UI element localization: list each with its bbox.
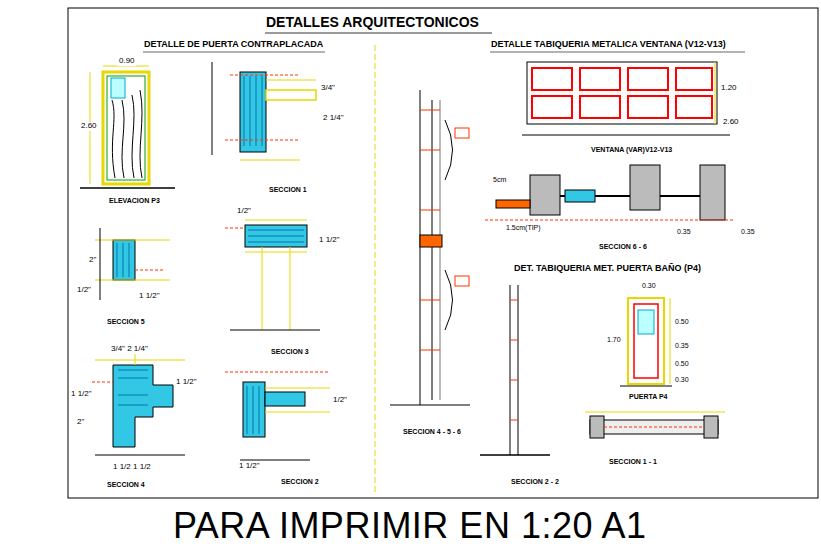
section-label: SECCION 2 [280,478,320,486]
dimension: 2.60 [722,118,740,127]
section-label: SECCION 1 - 1 [608,458,658,466]
dimension: 2.60 [80,122,98,131]
dimension: 1 1/2" [138,292,161,301]
dimension: 2" [76,418,85,427]
dimension: 0.50 [674,360,690,368]
dimension: 1.20 [720,84,738,93]
dimension: 1 1/2" [238,462,261,471]
dimension: 1/2" [236,207,252,216]
section-label: ELEVACION P3 [108,197,161,205]
print-note: PARA IMPRIMIR EN 1:20 A1 [172,506,648,546]
section-label: SECCION 6 - 6 [598,243,648,251]
dimension: 0.90 [118,57,136,66]
door-elevation [80,66,175,188]
sheet-title: DETALLES ARQUITECTONICOS [265,15,480,30]
section-4 [92,350,185,455]
dimension: 1.5cm(TIP) [505,224,542,232]
detail-heading: DETALLE TABIQUERIA METALICA VENTANA (V12… [490,40,727,50]
dimension: 2" [88,256,97,265]
dimension: 0.35 [740,228,756,236]
section-6-6 [485,165,735,220]
dimension: 0.35 [674,342,690,350]
section-label: VENTANA (VAR)V12-V13 [590,146,673,154]
section-1-1 [585,412,725,438]
dimension: 1/2" [332,396,348,405]
dimension: 0.30 [674,376,690,384]
section-label: PUERTA P4 [628,393,669,401]
dimension: 1/2" [76,286,92,295]
dimension: 0.30 [641,282,657,290]
section-label: SECCION 5 [106,318,146,326]
dimension: 1.70 [606,336,622,344]
dimension: 0.35 [676,228,692,236]
dimension: 1 1/2 1 1/2 [112,463,152,472]
door-p4 [620,298,672,386]
section-1 [212,62,316,160]
section-4-5-6 [390,90,470,405]
dimension: 1 1/2" [318,236,341,245]
dimension: 5cm [492,176,507,184]
dimension: 1 1/2" [175,378,198,387]
section-2-2 [480,285,550,455]
dimension: 2 1/4" [322,114,345,123]
detail-heading: DETALLE DE PUERTA CONTRAPLACADA [143,40,324,50]
detail-heading: DET. TABIQUERIA MET. PUERTA BAÑO (P4) [513,264,702,274]
section-label: SECCION 1 [268,186,308,194]
dimension: 1 1/2" [70,390,93,399]
section-2 [225,372,330,460]
dimension: 3/4" 2 1/4" [110,345,149,354]
section-label: SECCION 2 - 2 [510,478,560,486]
section-3 [225,220,320,330]
window-elevation [522,62,730,135]
section-5 [95,228,170,300]
dimension: 0.50 [674,318,690,326]
dimension: 3/4" [320,84,336,93]
section-label: SECCION 4 [106,481,146,489]
section-label: SECCION 3 [270,348,310,356]
section-label: SECCION 4 - 5 - 6 [402,428,462,436]
